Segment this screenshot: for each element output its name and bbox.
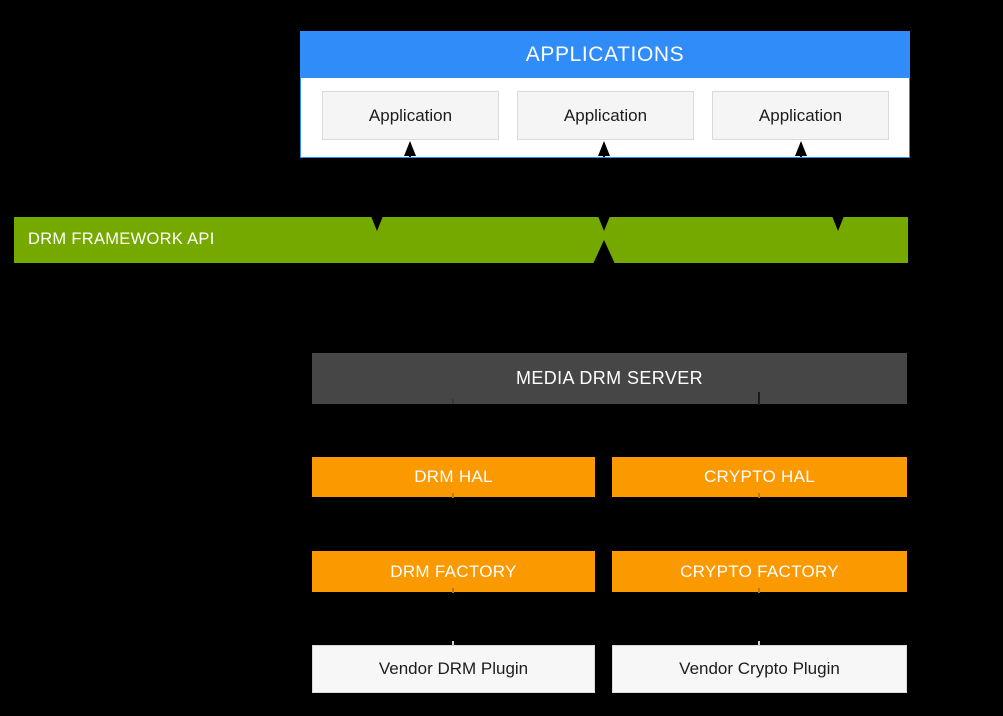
- arrow-stem-down-1: [376, 216, 378, 222]
- arrow-stem-down-2: [603, 216, 605, 222]
- crypto-factory-box[interactable]: CRYPTO FACTORY: [612, 551, 907, 592]
- connector-drm-hal-to-drm-factory: [452, 493, 454, 498]
- vendor-crypto-plugin-box[interactable]: Vendor Crypto Plugin: [612, 645, 907, 693]
- application-box-1[interactable]: Application: [322, 91, 499, 140]
- arrow-stem-down-3: [837, 216, 839, 222]
- connector-crypto-hal-to-crypto-factory: [758, 493, 760, 498]
- application-box-3[interactable]: Application: [712, 91, 889, 140]
- drm-hal-box[interactable]: DRM HAL: [312, 457, 595, 497]
- arrow-down-icon-3: [832, 216, 844, 231]
- drm-framework-api-bar: [14, 217, 908, 263]
- vendor-drm-plugin-box[interactable]: Vendor DRM Plugin: [312, 645, 595, 693]
- media-drm-server-box[interactable]: MEDIA DRM SERVER: [312, 353, 907, 404]
- connector-above-drm-plugin: [452, 641, 454, 646]
- arrow-up-icon-3: [795, 141, 807, 156]
- arrow-up-icon-framework-bottom: [593, 240, 615, 264]
- arrow-down-icon-2: [598, 216, 610, 231]
- application-box-2[interactable]: Application: [517, 91, 694, 140]
- drm-factory-box[interactable]: DRM FACTORY: [312, 551, 595, 592]
- drm-framework-api-label: DRM FRAMEWORK API: [28, 230, 215, 248]
- connector-above-crypto-plugin: [758, 641, 760, 646]
- connector-crypto-factory-to-crypto-plugin: [758, 588, 760, 593]
- arrow-up-icon-1: [404, 141, 416, 156]
- connector-drm-factory-to-drm-plugin: [452, 588, 454, 593]
- connector-server-to-crypto-hal: [758, 392, 760, 405]
- applications-header: APPLICATIONS: [300, 31, 910, 78]
- arrow-down-icon-1: [371, 216, 383, 231]
- arrow-up-icon-2: [598, 141, 610, 156]
- connector-server-to-drm-hal: [452, 399, 454, 404]
- crypto-hal-box[interactable]: CRYPTO HAL: [612, 457, 907, 497]
